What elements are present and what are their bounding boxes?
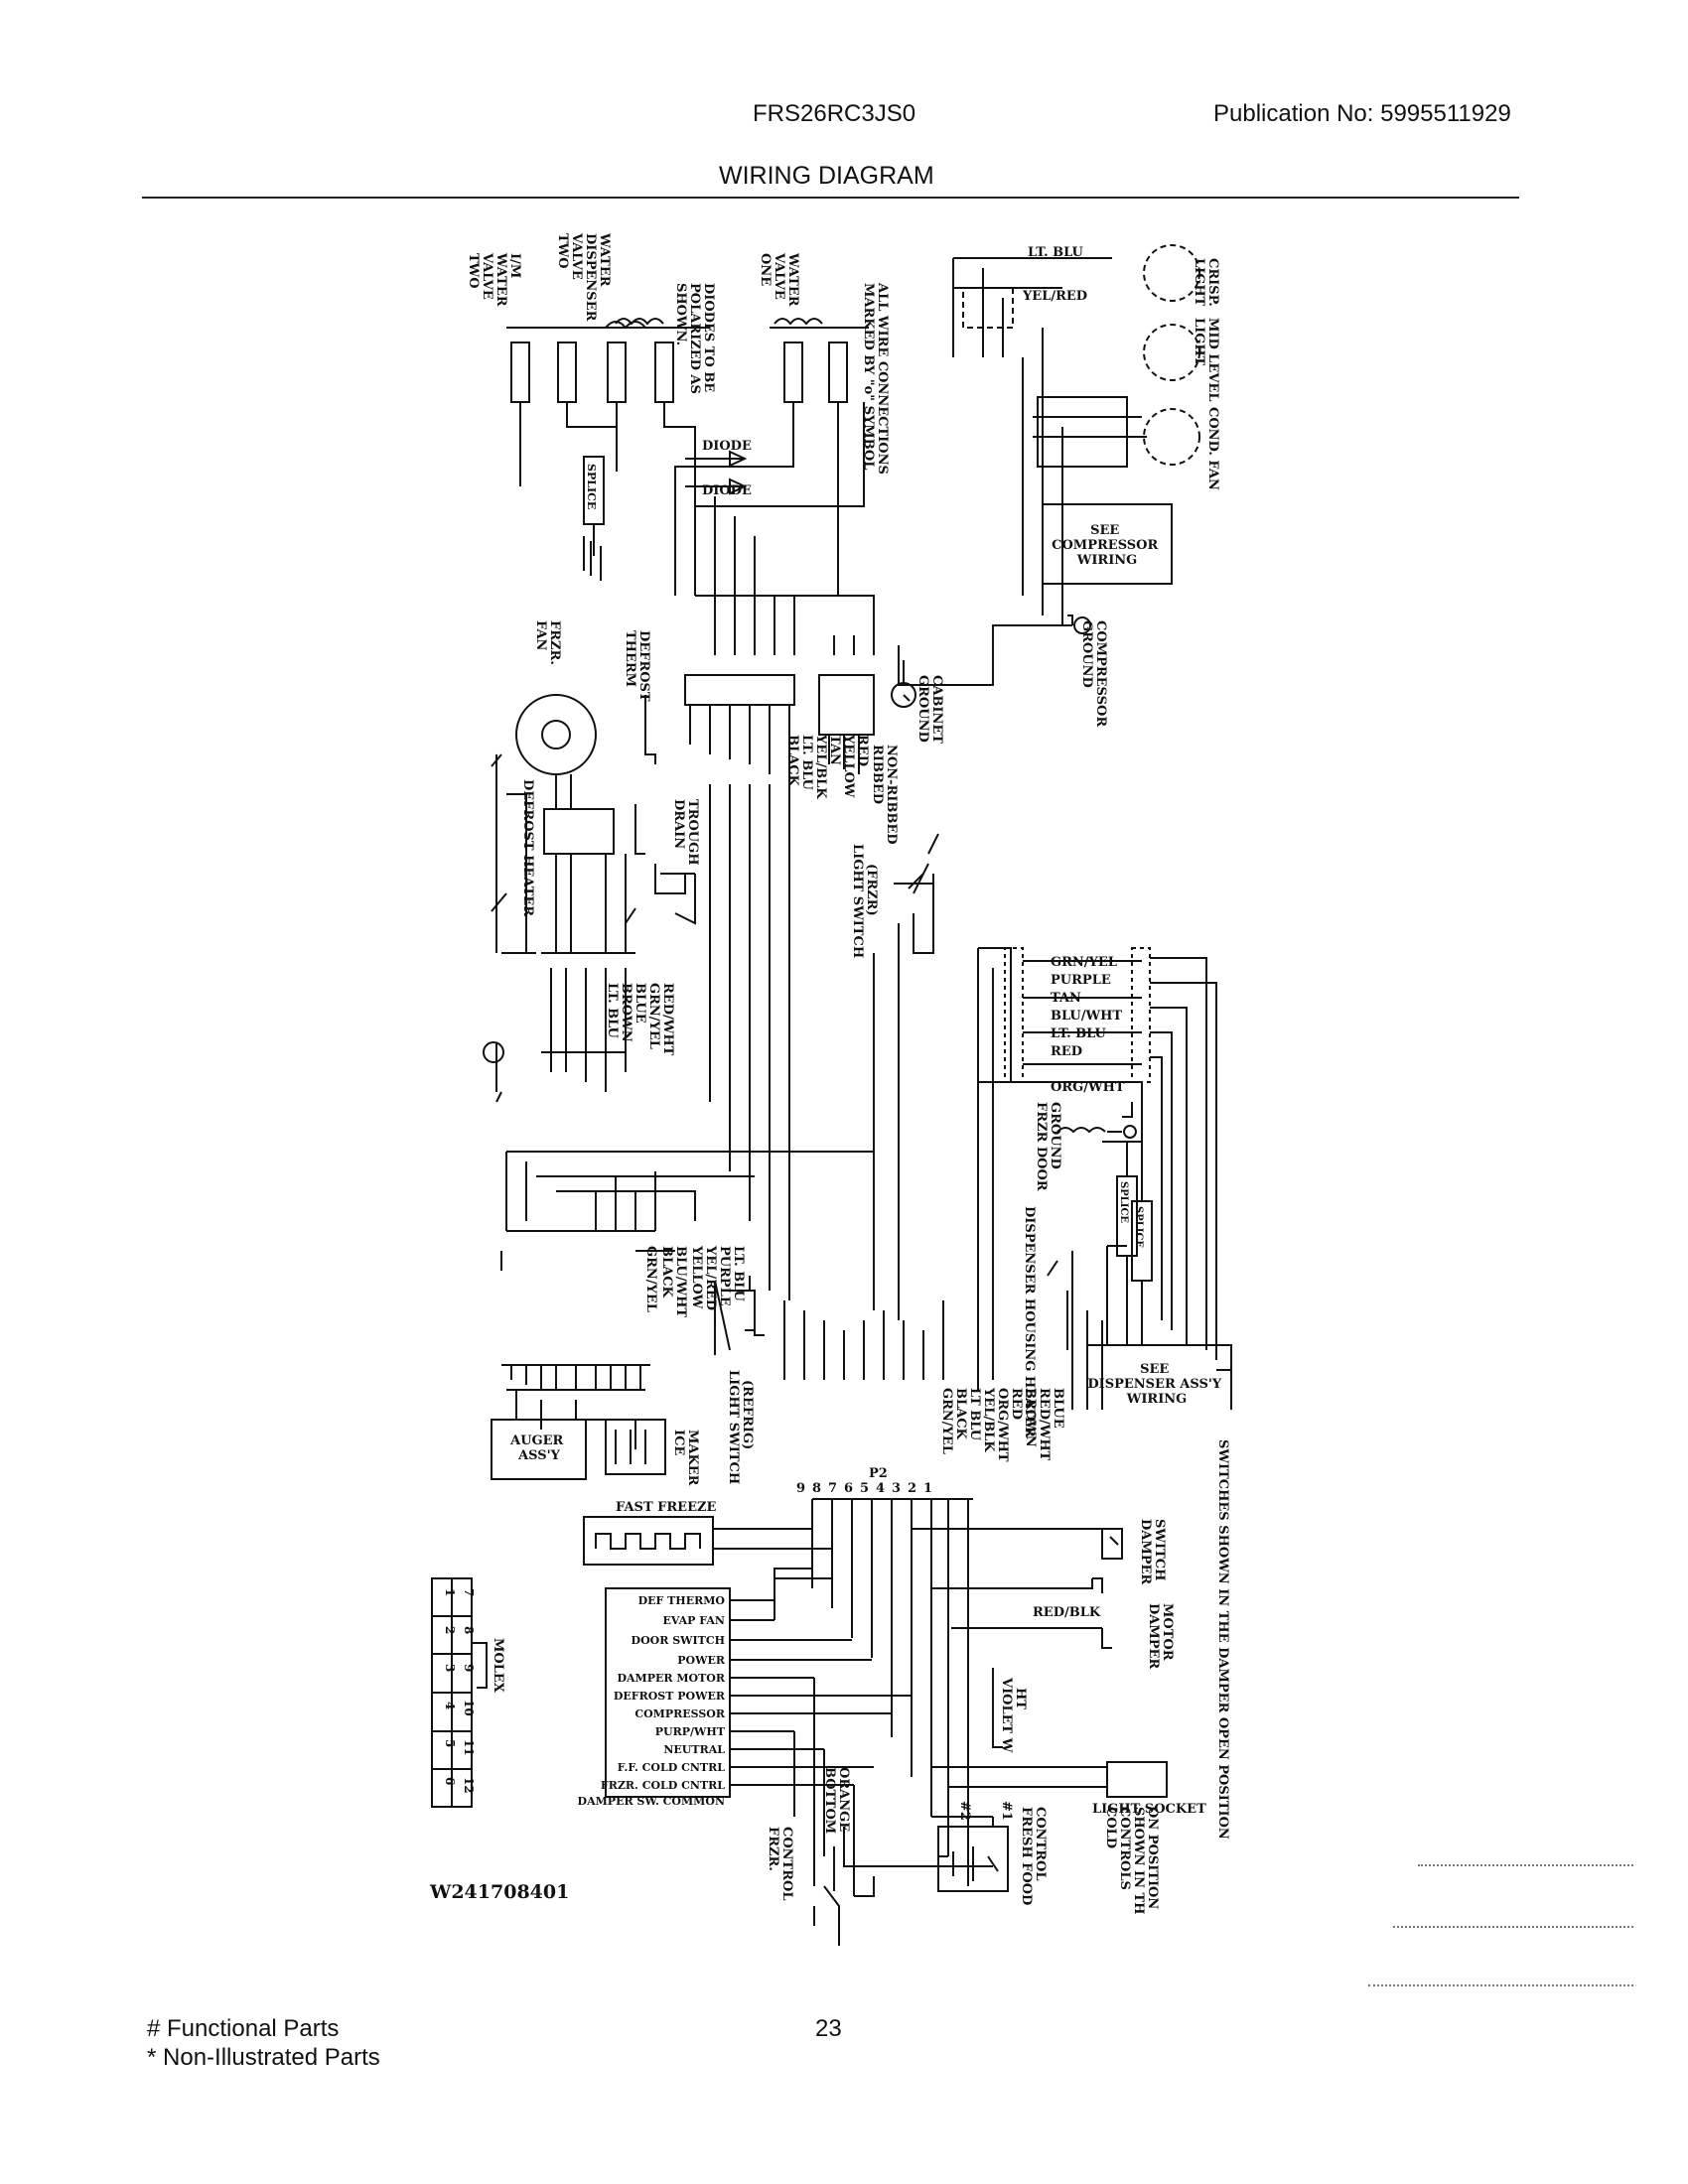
svg-text:6: 6 (443, 1777, 457, 1785)
dotted-line-1 (1418, 1864, 1633, 1866)
label-mid-level-light: MID LEVEL LIGHT (1192, 318, 1220, 406)
label-diode-2: DIODE (702, 483, 752, 498)
svg-text:4: 4 (876, 1481, 885, 1496)
label-violet-wh: VIOLET W HT (999, 1677, 1028, 1757)
label-dispenser-housing-heater: DISPENSER HOUSING HEATER (1022, 1206, 1037, 1437)
p2-pin-numbers: 1 2 3 4 5 6 7 8 9 (796, 1481, 932, 1496)
svg-text:COMPRESSOR: COMPRESSOR (634, 1707, 726, 1720)
label-drain-trough: DRAIN TROUGH (671, 799, 700, 866)
publication-number: Publication No: 5995511929 (1213, 100, 1511, 127)
svg-text:POWER: POWER (677, 1654, 726, 1667)
control-terminal-labels: DEF THERMO EVAP FAN DOOR SWITCH POWER DA… (578, 1594, 726, 1808)
label-splice-3: SPLICE (1133, 1206, 1144, 1248)
label-fresh-food-control: FRESH FOOD CONTROL (1019, 1807, 1048, 1910)
dotted-line-2 (1393, 1926, 1633, 1928)
label-red-blk: RED/BLK (1033, 1605, 1101, 1620)
non-illustrated-parts-note: * Non-Illustrated Parts (147, 2044, 380, 2071)
label-see-dispenser: SEE DISPENSER ASS'Y WIRING (1087, 1362, 1225, 1407)
svg-text:DEF THERMO: DEF THERMO (638, 1594, 726, 1607)
label-frzr-control: FRZR. CONTROL (766, 1827, 794, 1901)
molex-pin-numbers: 7 8 9 10 11 12 1 2 3 4 5 6 (443, 1588, 476, 1794)
svg-text:3: 3 (892, 1481, 901, 1496)
label-harness-1: BLACK LT. BLU YEL/BLK TAN YELLOW RED (785, 734, 870, 803)
svg-text:FRZR. COLD CNTRL: FRZR. COLD CNTRL (601, 1779, 725, 1792)
label-splice-1: SPLICE (585, 464, 598, 509)
label-defrost-heater: DEFROST HEATER (520, 779, 535, 916)
svg-text:4: 4 (443, 1702, 457, 1709)
label-damper-switch: DAMPER SWITCH (1138, 1519, 1167, 1589)
label-switches-note: SWITCHES SHOWN IN THE DAMPER OPEN POSITI… (1215, 1439, 1230, 1840)
functional-parts-note: # Functional Parts (147, 2015, 340, 2042)
svg-text:11: 11 (462, 1739, 476, 1756)
svg-text:DAMPER SW. COMMON: DAMPER SW. COMMON (578, 1795, 725, 1808)
label-defrost-therm: DEFROST THERM (623, 630, 651, 706)
label-fast-freeze: FAST FREEZE (616, 1500, 716, 1515)
svg-text:DAMPER MOTOR: DAMPER MOTOR (617, 1672, 725, 1685)
svg-text:F.F. COLD CNTRL: F.F. COLD CNTRL (618, 1761, 725, 1774)
label-cabinet-ground: CABINET GROUND (915, 675, 944, 749)
svg-text:12: 12 (462, 1777, 476, 1794)
svg-text:EVAP FAN: EVAP FAN (663, 1614, 725, 1627)
label-damper-motor: DAMPER MOTOR (1146, 1603, 1175, 1674)
page-number: 23 (815, 2015, 842, 2042)
label-ice-maker: ICE MAKER (671, 1430, 700, 1486)
svg-text:9: 9 (796, 1481, 805, 1496)
svg-text:8: 8 (812, 1481, 821, 1496)
svg-text:5: 5 (860, 1481, 869, 1496)
label-frzr-fan: FRZR. FAN (533, 620, 562, 669)
label-dispenser-valve: WATER DISPENSER VALVE TWO (555, 232, 612, 326)
page-title: WIRING DIAGRAM (719, 162, 934, 190)
svg-text:NEUTRAL: NEUTRAL (663, 1743, 725, 1756)
label-p2: P2 (869, 1466, 888, 1481)
label-pos-2: #2 (957, 1801, 972, 1821)
label-water-valve-one: WATER VALVE ONE (758, 252, 800, 311)
svg-text:7: 7 (462, 1588, 476, 1596)
label-auger: AUGER ASS'Y (509, 1433, 568, 1463)
svg-text:1: 1 (443, 1588, 457, 1596)
svg-text:8: 8 (462, 1626, 476, 1634)
svg-text:5: 5 (443, 1739, 457, 1747)
svg-text:DOOR SWITCH: DOOR SWITCH (632, 1634, 725, 1647)
label-diode-1: DIODE (702, 439, 752, 454)
svg-text:1: 1 (923, 1481, 932, 1496)
svg-text:PURP/WHT: PURP/WHT (655, 1725, 726, 1738)
label-light-switch-frzr: LIGHT SWITCH (FRZR) (850, 844, 879, 963)
label-bottom-orange: BOTTOM ORANGE (822, 1767, 851, 1839)
label-pos-1: #1 (999, 1801, 1014, 1821)
label-light-socket: LIGHT SOCKET (1092, 1802, 1206, 1817)
model-number: FRS26RC3JS0 (753, 100, 916, 127)
label-compressor-ground: COMPRESSOR GROUND (1079, 620, 1108, 732)
label-harness-2: LT. BLU BROWN BLUE GRN/YEL RED/WHT (605, 983, 675, 1056)
svg-text:3: 3 (443, 1664, 457, 1672)
label-cold-controls: COLD CONTROLS SHOWN IN TH ON POSITION (1103, 1807, 1160, 1919)
label-harness-3: GRN/YEL PURPLE TAN BLU/WHT LT. BLU RED O… (1051, 955, 1127, 1095)
label-light-switch-refrig: LIGHT SWITCH (REFRIG) (726, 1370, 755, 1489)
label-crisp-light: CRISP. LIGHT (1192, 258, 1220, 311)
svg-text:7: 7 (828, 1481, 837, 1496)
svg-text:2: 2 (908, 1481, 916, 1496)
label-molex: MOLEX (491, 1638, 505, 1694)
label-connections-note: ALL WIRE CONNECTIONS MARKED BY "o" SYMBO… (861, 282, 890, 478)
label-ice-water-valve: I/M WATER VALVE TWO (466, 252, 522, 311)
svg-text:10: 10 (462, 1700, 476, 1716)
label-frzr-door-ground: FRZR DOOR GROUND (1034, 1102, 1062, 1195)
label-harness-4: GRN/YEL BLACK BLU/WHT YELLOW YEL/RED PUR… (643, 1245, 746, 1322)
svg-text:6: 6 (844, 1481, 853, 1496)
part-number: W241708401 (429, 1881, 569, 1903)
svg-text:2: 2 (443, 1626, 457, 1634)
label-ribbed: RIBBED NON-RIBBED (870, 745, 899, 845)
label-cond-fan: COND. FAN (1205, 407, 1220, 490)
header-rule (142, 197, 1519, 199)
svg-text:DEFROST POWER: DEFROST POWER (614, 1690, 726, 1703)
dotted-line-3 (1368, 1984, 1633, 1986)
label-lt-blu-top: LT. BLU (1028, 245, 1084, 260)
label-diodes-note: DIODES TO BE POLARIZED AS SHOWN. (673, 283, 716, 398)
label-yel-red-top: YEL/RED (1022, 289, 1087, 304)
label-see-compressor: SEE COMPRESSOR WIRING (1052, 523, 1163, 568)
label-splice-2: SPLICE (1118, 1181, 1129, 1223)
svg-text:9: 9 (462, 1664, 476, 1672)
label-harness-5: GRN/YEL BLACK LT BLU YEL/BLK ORG/WHT RED… (939, 1387, 1065, 1466)
